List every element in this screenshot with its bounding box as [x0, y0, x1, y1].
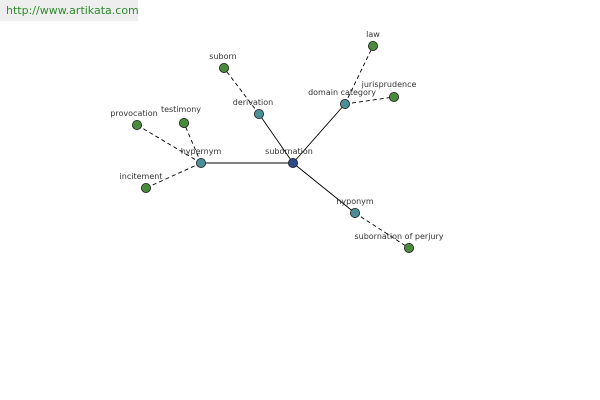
relation-label-domain[interactable]: domain category	[308, 88, 376, 97]
edge-hypernym-incitement	[145, 162, 202, 189]
term-label-provocation[interactable]: provocation	[110, 109, 157, 118]
relation-label-derivation[interactable]: derivation	[233, 98, 273, 107]
relation-node-domain[interactable]	[339, 99, 350, 110]
term-node-law[interactable]	[367, 41, 378, 52]
graph-labels: provocation testimony incitement suborn law j…	[110, 30, 443, 241]
term-node-subornation_of_perjury[interactable]	[403, 242, 414, 253]
edge-hypernym-testimony	[183, 122, 202, 164]
term-label-suborn[interactable]: suborn	[209, 52, 236, 61]
edge-domain-law	[344, 45, 374, 105]
site-url[interactable]: http://www.artikata.com	[6, 4, 139, 17]
edge-derivation-suborn	[223, 67, 260, 115]
center-node-center[interactable]	[287, 157, 298, 168]
relation-node-hypernym[interactable]	[195, 157, 206, 168]
relation-label-hypernym[interactable]: hypernym	[181, 147, 222, 156]
term-label-jurisprudence[interactable]: jurisprudence	[361, 80, 417, 89]
relation-node-derivation[interactable]	[253, 109, 264, 120]
edge-domain-jurisprudence	[344, 96, 395, 105]
term-node-jurisprudence[interactable]	[388, 92, 399, 103]
relation-node-hyponym[interactable]	[349, 207, 360, 218]
term-label-incitement[interactable]: incitement	[120, 172, 163, 181]
term-label-testimony[interactable]: testimony	[161, 105, 201, 114]
url-bar: http://www.artikata.com	[0, 0, 139, 21]
edge-center-domain	[292, 103, 346, 164]
term-node-suborn[interactable]	[218, 63, 229, 74]
edge-center-derivation	[258, 113, 294, 164]
term-node-testimony[interactable]	[178, 118, 189, 129]
graph-nodes	[131, 41, 414, 253]
term-label-subornation_of_perjury[interactable]: subornation of perjury	[354, 232, 443, 241]
term-node-incitement[interactable]	[140, 182, 151, 193]
term-node-provocation[interactable]	[131, 120, 142, 131]
term-label-law[interactable]: law	[366, 30, 380, 39]
graph-edges	[136, 45, 410, 249]
edge-center-hyponym	[292, 162, 356, 214]
edge-hyponym-subornation_of_perjury	[354, 212, 410, 249]
edge-hypernym-provocation	[136, 124, 202, 164]
center-label-center[interactable]: subornation	[265, 147, 313, 156]
relation-label-hyponym[interactable]: hyponym	[336, 197, 374, 206]
